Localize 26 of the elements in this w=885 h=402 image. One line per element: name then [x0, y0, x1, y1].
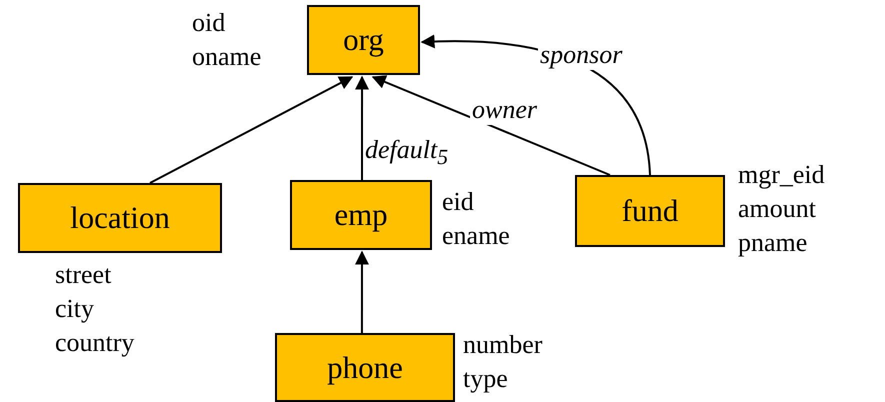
arrow — [354, 250, 369, 333]
arrow — [150, 76, 354, 184]
entity-box — [290, 180, 432, 250]
arrow — [355, 76, 370, 180]
entity-name: fund — [622, 193, 678, 229]
attribute-name: pname — [738, 227, 808, 259]
entity-name: org — [343, 22, 384, 58]
arrow — [372, 75, 610, 176]
entity-box — [275, 333, 455, 402]
attribute-name: country — [55, 327, 134, 359]
entity-name: location — [70, 200, 170, 236]
entity-name: phone — [327, 350, 403, 386]
attribute-name: city — [55, 293, 95, 325]
entity-box — [575, 175, 725, 247]
attribute-name: street — [55, 259, 112, 291]
attribute-name: type — [463, 363, 509, 395]
attribute-name: amount — [738, 193, 817, 225]
attribute-name: oid — [192, 7, 226, 39]
attribute-name: mgr_eid — [738, 159, 825, 191]
entity-box — [307, 5, 420, 75]
attribute-name: number — [463, 329, 542, 361]
attribute-name: eid — [442, 186, 475, 218]
entity-name: emp — [334, 197, 388, 233]
entity-box — [18, 183, 222, 253]
attribute-name: oname — [192, 41, 262, 73]
attribute-name: ename — [442, 220, 510, 252]
